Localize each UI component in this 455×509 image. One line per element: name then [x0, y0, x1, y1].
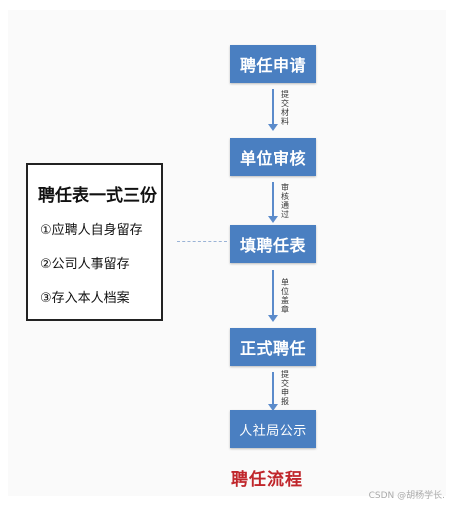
node-fill-form: 填聘任表: [230, 225, 316, 263]
node-hr-bureau-publicity-label: 人社局公示: [239, 423, 307, 439]
node-unit-review: 单位审核: [230, 138, 316, 176]
node-fill-form-label: 填聘任表: [239, 236, 306, 255]
edge-label-unit-stamp: 单位盖章: [281, 278, 289, 314]
edge-label-submit-materials: 提交材料: [281, 90, 289, 126]
node-unit-review-label: 单位审核: [239, 149, 306, 168]
form-copy-item: ②公司人事留存: [40, 257, 130, 272]
node-formal-appointment-label: 正式聘任: [239, 339, 306, 358]
form-copies-box: 聘任表一式三份 ①应聘人自身留存 ②公司人事留存 ③存入本人档案: [26, 163, 163, 321]
node-apply: 聘任申请: [230, 45, 316, 83]
watermark: CSDN @胡杨学长.: [368, 491, 445, 501]
dashed-connector: [177, 241, 227, 242]
arrow-appoint-to-publicity: [268, 372, 278, 411]
form-copy-item: ①应聘人自身留存: [40, 223, 143, 238]
arrow-apply-to-review: [268, 89, 278, 131]
form-copies-title: 聘任表一式三份: [38, 186, 157, 206]
node-hr-bureau-publicity: 人社局公示: [230, 410, 316, 448]
node-apply-label: 聘任申请: [239, 56, 306, 75]
form-copy-item: ③存入本人档案: [40, 291, 130, 306]
arrow-review-to-form: [268, 182, 278, 223]
node-formal-appointment: 正式聘任: [230, 328, 316, 366]
edge-label-review-passed: 审核通过: [281, 183, 289, 219]
edge-label-submit-declaration: 提交申报: [281, 370, 289, 406]
diagram-caption: 聘任流程: [231, 470, 303, 490]
arrow-form-to-appoint: [268, 270, 278, 322]
